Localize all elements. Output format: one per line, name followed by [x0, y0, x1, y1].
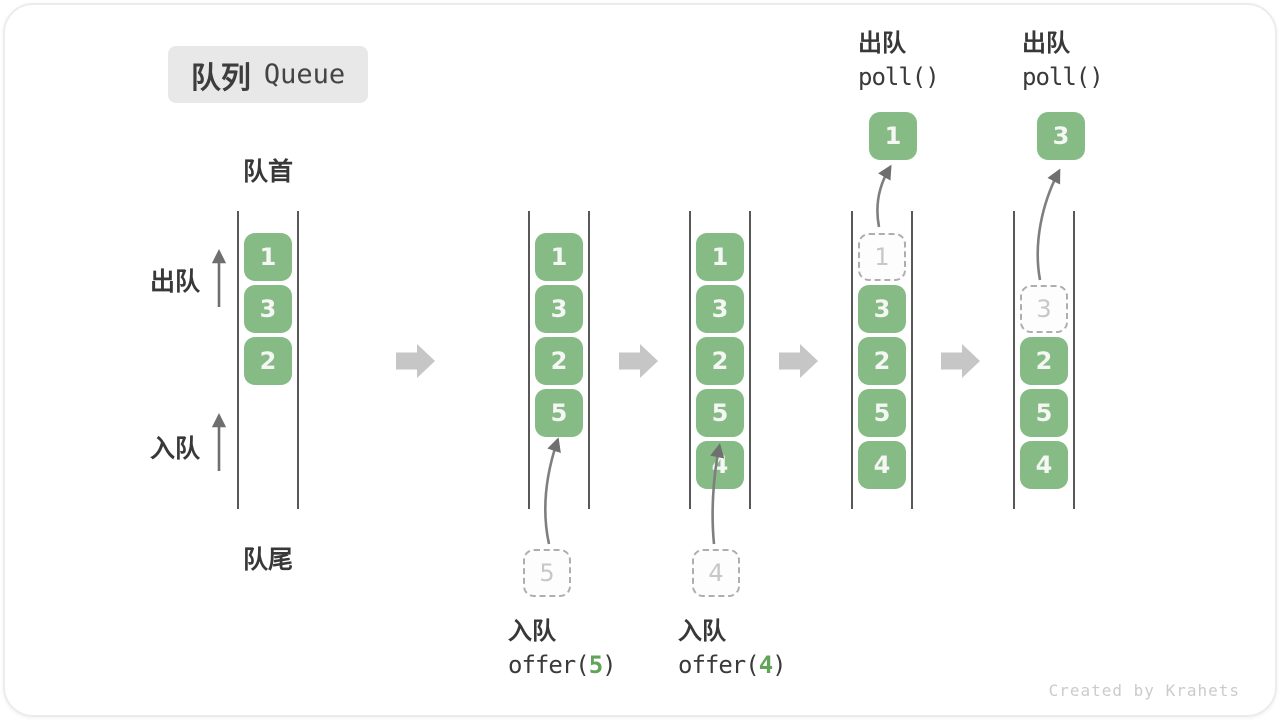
dequeue-op-zh: 出队 — [1022, 29, 1070, 57]
title-zh: 队列 — [190, 60, 251, 96]
queue-item: 2 — [858, 337, 906, 385]
queue-item: 2 — [1020, 337, 1068, 385]
enqueue-op-zh: 入队 — [678, 617, 726, 645]
queue-item: 5 — [535, 389, 583, 437]
queue-item: 5 — [696, 389, 744, 437]
queue-item: 4 — [1020, 441, 1068, 489]
queue-item: 1 — [696, 233, 744, 281]
queue-item: 1 — [535, 233, 583, 281]
title-en: Queue — [263, 59, 346, 90]
enqueue-op-label: 入队 offer(4) — [678, 614, 787, 682]
queue-wall — [297, 211, 299, 509]
dequeue-side-label: 出队 — [150, 267, 201, 296]
removed-item-ghost: 1 — [858, 233, 906, 281]
dequeue-op-code: poll() — [858, 63, 940, 91]
dequeue-op-label: 出队 poll() — [858, 26, 940, 94]
code-arg: 4 — [758, 651, 773, 679]
queue-item: 2 — [244, 337, 292, 385]
queue-wall — [1013, 211, 1015, 509]
queue-item: 2 — [535, 337, 583, 385]
queue-rear-label: 队尾 — [242, 545, 293, 574]
dequeue-op-zh: 出队 — [858, 29, 906, 57]
queue-item: 2 — [696, 337, 744, 385]
queue-front-label: 队首 — [242, 157, 293, 186]
code-fn: offer( — [508, 651, 590, 679]
code-close: ) — [772, 651, 786, 679]
enqueue-op-code: offer(4) — [678, 648, 787, 682]
dequeued-item: 1 — [869, 112, 917, 160]
queue-wall — [237, 211, 239, 509]
code-close: ) — [602, 651, 616, 679]
enqueue-op-code: offer(5) — [508, 648, 617, 682]
queue-wall — [528, 211, 530, 509]
queue-wall — [588, 211, 590, 509]
queue-item: 1 — [244, 233, 292, 281]
enqueue-op-label: 入队 offer(5) — [508, 614, 617, 682]
queue-item: 3 — [858, 285, 906, 333]
pending-enqueue-item: 4 — [692, 549, 740, 597]
dequeued-item: 3 — [1037, 112, 1085, 160]
queue-wall — [749, 211, 751, 509]
queue-item: 3 — [244, 285, 292, 333]
dequeue-op-code: poll() — [1022, 63, 1104, 91]
queue-wall — [911, 211, 913, 509]
queue-item: 3 — [696, 285, 744, 333]
title-badge: 队列 Queue — [168, 46, 368, 103]
queue-item: 5 — [858, 389, 906, 437]
enqueue-op-zh: 入队 — [508, 617, 556, 645]
dequeue-op-label: 出队 poll() — [1022, 26, 1104, 94]
queue-item: 4 — [696, 441, 744, 489]
queue-item: 3 — [535, 285, 583, 333]
queue-item: 4 — [858, 441, 906, 489]
removed-item-ghost: 3 — [1020, 285, 1068, 333]
code-arg: 5 — [588, 651, 603, 679]
pending-enqueue-item: 5 — [523, 549, 571, 597]
queue-wall — [1073, 211, 1075, 509]
enqueue-side-label: 入队 — [150, 434, 201, 463]
queue-wall — [689, 211, 691, 509]
watermark: Created by Krahets — [1048, 681, 1240, 700]
diagram-card — [3, 3, 1277, 717]
code-fn: offer( — [678, 651, 760, 679]
queue-item: 5 — [1020, 389, 1068, 437]
queue-wall — [851, 211, 853, 509]
